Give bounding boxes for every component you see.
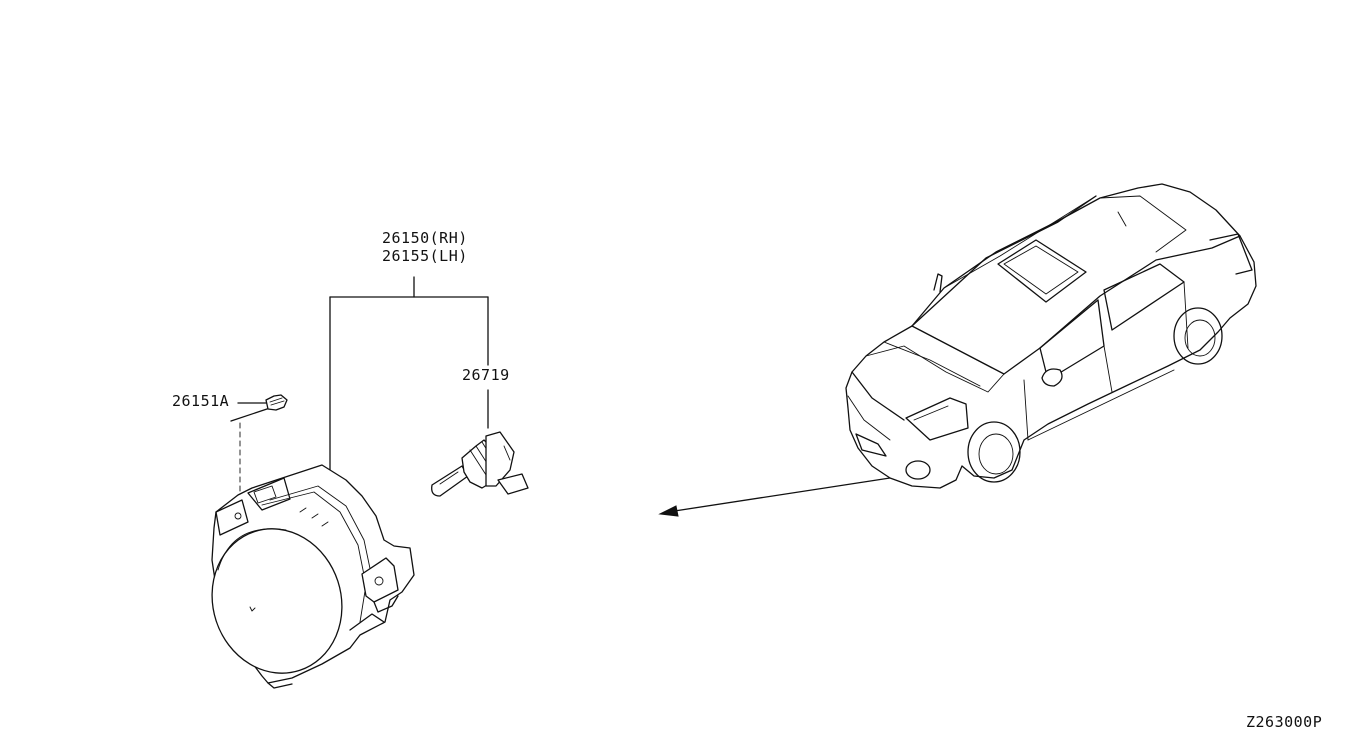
bulb-part	[431, 431, 529, 497]
screw-part	[230, 394, 288, 422]
callout-fog-lamp-lh: 26155(LH)	[382, 247, 468, 265]
callout-fog-lamp-rh: 26150(RH)	[382, 229, 468, 247]
fog-lamp-assembly	[211, 464, 415, 689]
callout-bulb: 26719	[462, 366, 510, 384]
vehicle-outline	[845, 183, 1257, 489]
diagram-code: Z263000P	[1246, 713, 1323, 731]
fog-lamp-leader-bracket	[329, 276, 489, 473]
callout-screw: 26151A	[172, 392, 230, 410]
location-arrow	[658, 477, 891, 517]
